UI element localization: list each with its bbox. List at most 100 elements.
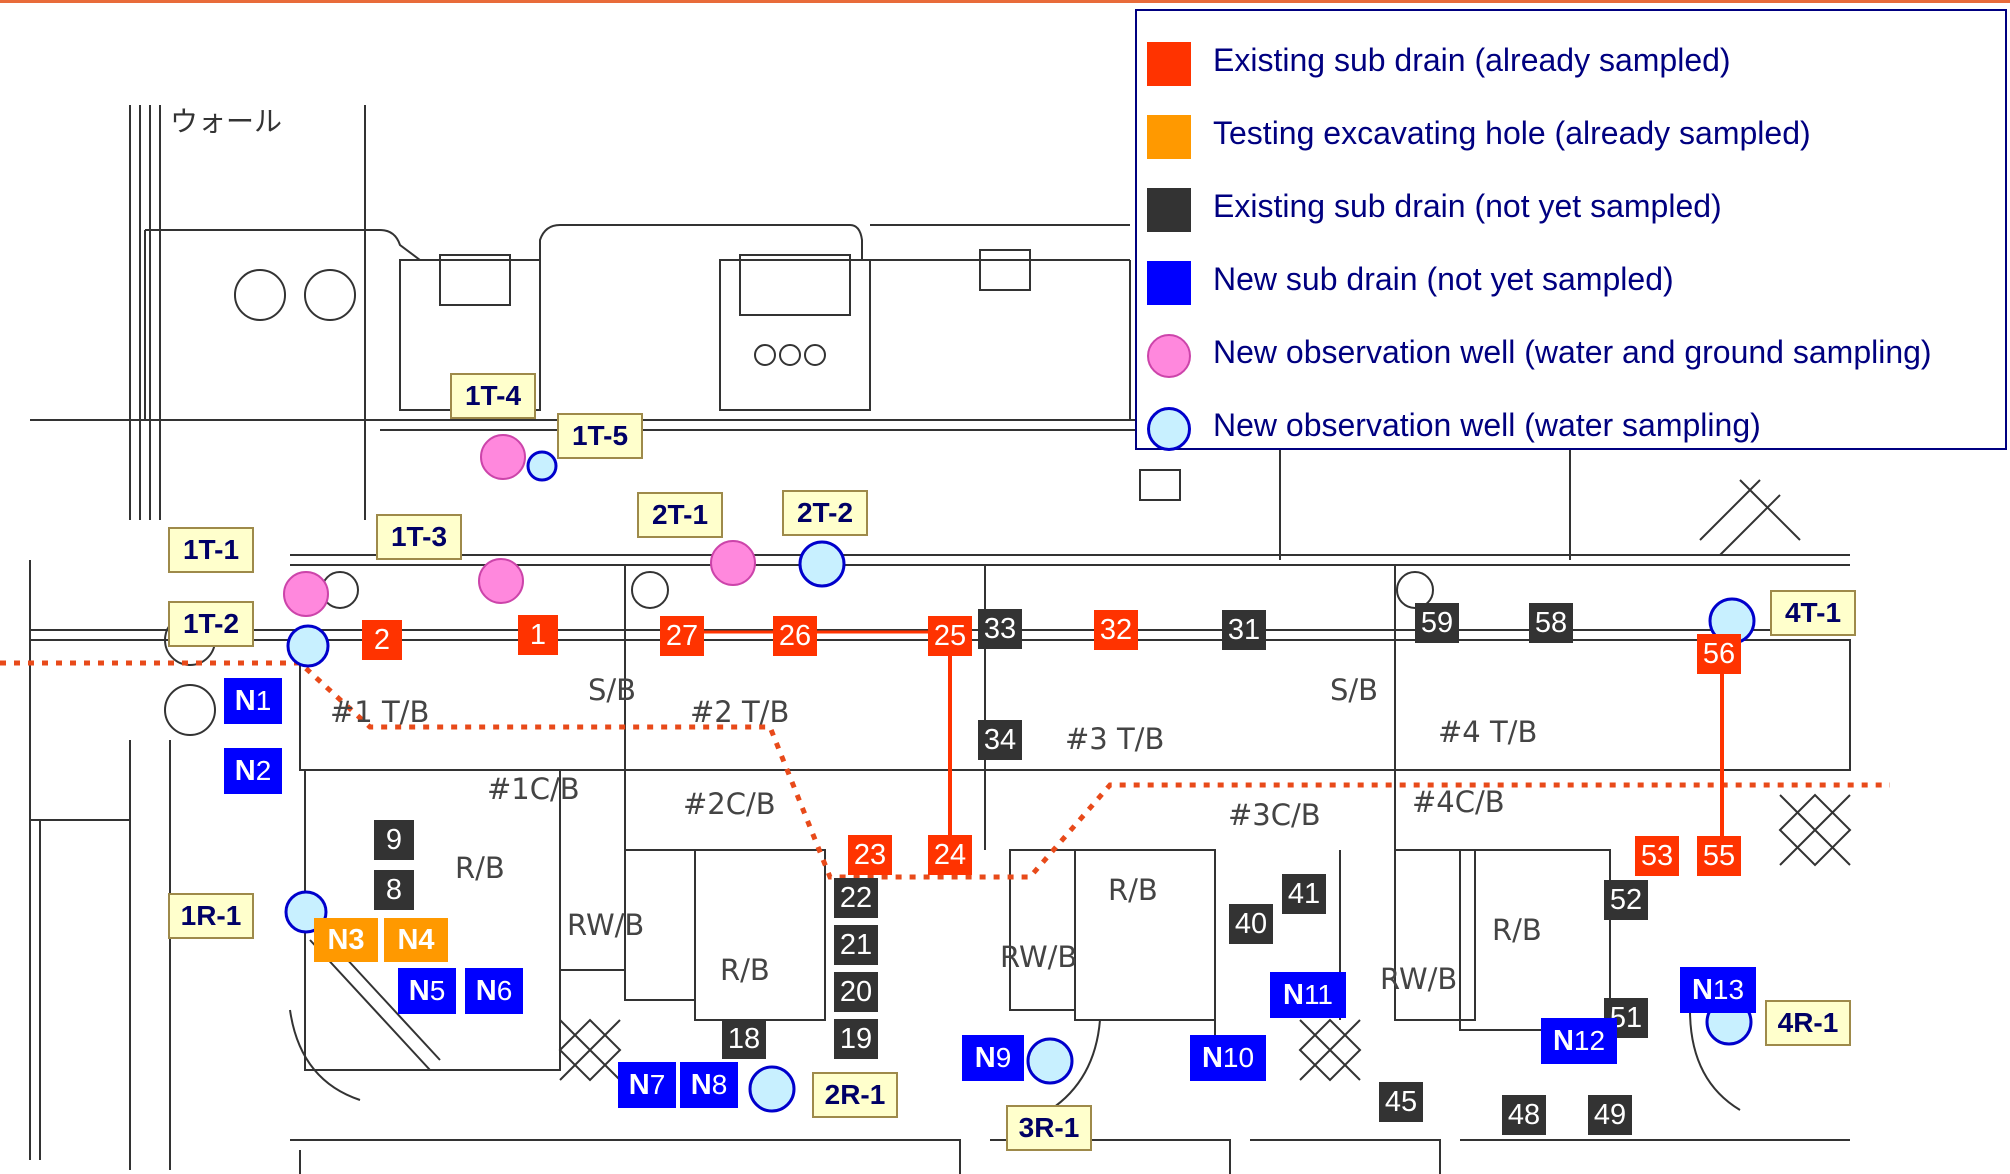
subdrain-55: 55 bbox=[1697, 836, 1741, 876]
well-label-1T-5: 1T-5 bbox=[557, 413, 643, 459]
cb1-label: #1C/B bbox=[487, 772, 580, 806]
well-label-2T-2: 2T-2 bbox=[782, 490, 868, 536]
legend-swatch-blue bbox=[1147, 261, 1191, 305]
subdrain-18: 18 bbox=[722, 1019, 766, 1059]
subdrain-33: 33 bbox=[978, 609, 1022, 649]
legend-label: Testing excavating hole (already sampled… bbox=[1213, 115, 1811, 151]
subdrain-23: 23 bbox=[848, 835, 892, 875]
subdrain-2: 2 bbox=[362, 620, 402, 660]
well-label-4R-1: 4R-1 bbox=[1765, 1000, 1851, 1046]
sb1-label: S/B bbox=[588, 673, 637, 707]
rwb1-label: RW/B bbox=[567, 908, 645, 942]
well-label-1T-4: 1T-4 bbox=[450, 373, 536, 419]
well-label-4T-1: 4T-1 bbox=[1770, 590, 1856, 636]
well-label-2R-1: 2R-1 bbox=[812, 1072, 898, 1118]
subdrain-59: 59 bbox=[1415, 603, 1459, 643]
subdrain-52: 52 bbox=[1604, 880, 1648, 920]
header-rule bbox=[0, 0, 2010, 3]
subdrain-26: 26 bbox=[773, 616, 817, 656]
well-1T-1-marker bbox=[283, 571, 329, 617]
subdrain-19: 19 bbox=[834, 1019, 878, 1059]
subdrain-56: 56 bbox=[1697, 634, 1741, 674]
legend-item: Testing excavating hole (already sampled… bbox=[1137, 101, 2007, 161]
subdrain-58: 58 bbox=[1529, 603, 1573, 643]
cb2-label: #2C/B bbox=[683, 787, 776, 821]
rb2-label: R/B bbox=[720, 953, 770, 987]
legend-swatch-pink-circle bbox=[1147, 334, 1191, 378]
subdrain-24: 24 bbox=[928, 835, 972, 875]
rb1-label: R/B bbox=[455, 851, 505, 885]
tb1-label: #1 T/B bbox=[330, 695, 430, 729]
subdrain-27: 27 bbox=[660, 616, 704, 656]
legend-item: New observation well (water and ground s… bbox=[1137, 320, 2007, 380]
legend-swatch-black bbox=[1147, 188, 1191, 232]
subdrain-8: 8 bbox=[374, 870, 414, 910]
rb4-label: R/B bbox=[1492, 913, 1542, 947]
well-2T-2-marker bbox=[798, 540, 846, 588]
rwb2-label: RW/B bbox=[1000, 940, 1078, 974]
tb3-label: #3 T/B bbox=[1065, 722, 1165, 756]
legend-swatch-orange bbox=[1147, 115, 1191, 159]
legend-item: New sub drain (not yet sampled) bbox=[1137, 247, 2007, 307]
subdrain-21: 21 bbox=[834, 925, 878, 965]
well-label-1T-3: 1T-3 bbox=[376, 514, 462, 560]
rwb3-label: RW/B bbox=[1380, 962, 1458, 996]
well-label-3R-1: 3R-1 bbox=[1006, 1105, 1092, 1151]
well-1T-2-marker bbox=[286, 624, 330, 668]
subdrain-53: 53 bbox=[1635, 836, 1679, 876]
legend-label: New sub drain (not yet sampled) bbox=[1213, 261, 1674, 297]
subdrain-31: 31 bbox=[1222, 610, 1266, 650]
well-label-2T-1: 2T-1 bbox=[637, 492, 723, 538]
subdrain-9: 9 bbox=[374, 820, 414, 860]
well-label-1T-2: 1T-2 bbox=[168, 601, 254, 647]
legend-label: Existing sub drain (not yet sampled) bbox=[1213, 188, 1722, 224]
subdrain-49: 49 bbox=[1588, 1095, 1632, 1135]
well-label-1T-1: 1T-1 bbox=[168, 527, 254, 573]
tb4-label: #4 T/B bbox=[1438, 715, 1538, 749]
subdrain-32: 32 bbox=[1094, 610, 1138, 650]
subdrain-34: 34 bbox=[978, 720, 1022, 760]
legend-swatch-cyan-circle bbox=[1147, 407, 1191, 451]
subdrain-22: 22 bbox=[834, 878, 878, 918]
cb4-label: #4C/B bbox=[1412, 785, 1505, 819]
legend-item: Existing sub drain (not yet sampled) bbox=[1137, 174, 2007, 234]
legend-label: Existing sub drain (already sampled) bbox=[1213, 42, 1731, 78]
subdrain-45: 45 bbox=[1379, 1082, 1423, 1122]
tb2-label: #2 T/B bbox=[690, 695, 790, 729]
well-1T-5-marker bbox=[526, 450, 558, 482]
well-2R-1-marker bbox=[748, 1065, 796, 1113]
subdrain-20: 20 bbox=[834, 972, 878, 1012]
legend: Existing sub drain (already sampled) Tes… bbox=[1135, 9, 2007, 453]
legend-item: Existing sub drain (already sampled) bbox=[1137, 28, 2007, 88]
subdrain-1: 1 bbox=[518, 615, 558, 655]
well-label-1R-1: 1R-1 bbox=[168, 893, 254, 939]
subdrain-41: 41 bbox=[1282, 874, 1326, 914]
subdrain-40: 40 bbox=[1229, 904, 1273, 944]
sb2-label: S/B bbox=[1330, 673, 1379, 707]
well-1T-4-marker bbox=[480, 434, 526, 480]
legend-label: New observation well (water and ground s… bbox=[1213, 334, 1932, 370]
well-2T-1-marker bbox=[710, 540, 756, 586]
legend-item: New observation well (water sampling) bbox=[1137, 393, 2007, 453]
well-3R-1-marker bbox=[1026, 1037, 1074, 1085]
subdrain-25: 25 bbox=[928, 616, 972, 656]
wall-jp-label: ウォール bbox=[170, 105, 283, 138]
subdrain-48: 48 bbox=[1502, 1095, 1546, 1135]
well-1T-3-marker bbox=[478, 558, 524, 604]
rb3-label: R/B bbox=[1108, 873, 1158, 907]
